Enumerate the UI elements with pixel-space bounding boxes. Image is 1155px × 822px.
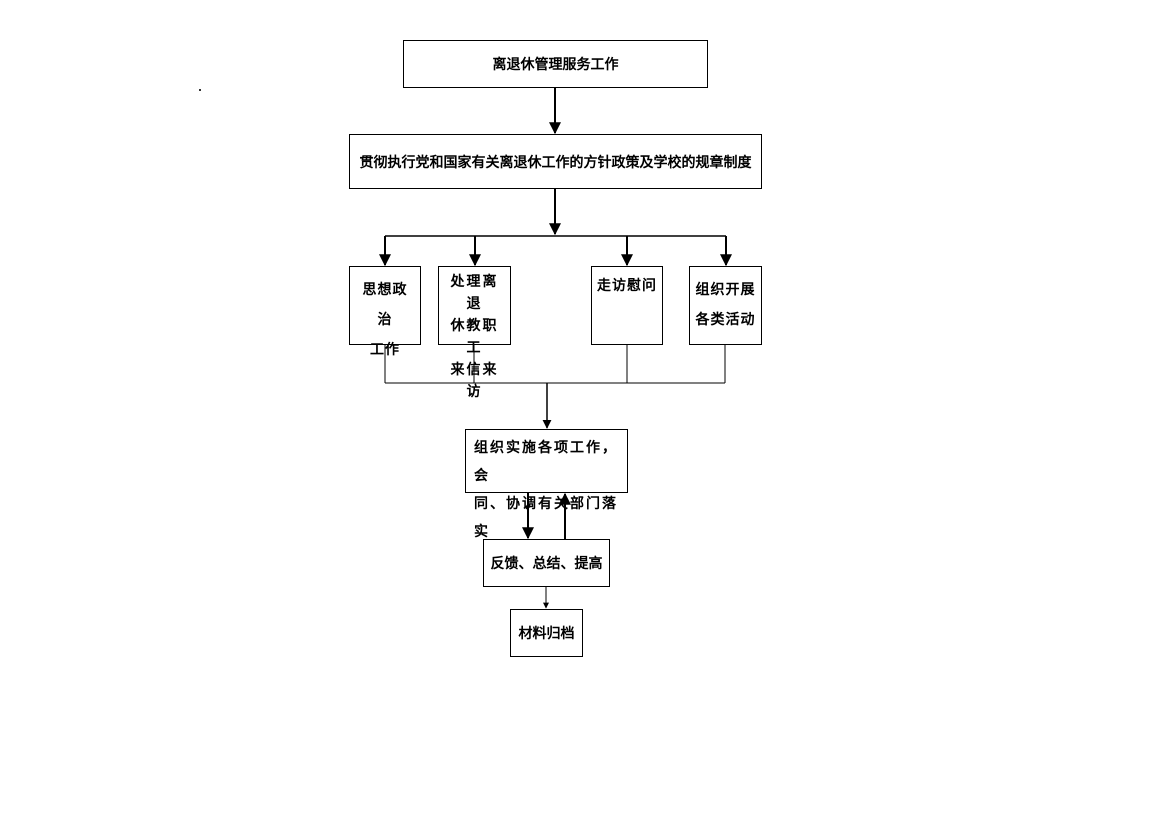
- node-organize-implementation: 组织实施各项工作，会 同、协调有关部门落实: [465, 429, 628, 540]
- node-implement-policies: 贯彻执行党和国家有关离退休工作的方针政策及学校的规章制度: [349, 134, 762, 189]
- node-label-line: 各类活动: [695, 312, 756, 328]
- node-label: 反馈、总结、提高: [490, 556, 603, 572]
- node-label: 走访慰问: [597, 278, 657, 294]
- node-label-line: 休教职工: [450, 318, 499, 356]
- node-archive-materials: 材料归档: [510, 609, 583, 657]
- node-feedback-summary: 反馈、总结、提高: [483, 539, 610, 587]
- node-label-line: 处理离退: [450, 274, 499, 312]
- node-label-line: 来信来访: [450, 362, 499, 400]
- node-visit-condolence: 走访慰问: [591, 266, 663, 345]
- node-label-line: 思想政治: [362, 282, 408, 328]
- node-retiree-service-work: 离退休管理服务工作: [403, 40, 708, 88]
- node-label: 贯彻执行党和国家有关离退休工作的方针政策及学校的规章制度: [359, 154, 752, 171]
- stray-dot: [199, 89, 201, 91]
- node-label-line: 同、协调有关部门落实: [474, 496, 618, 540]
- node-handle-letters-visits: 处理离退 休教职工 来信来访: [438, 266, 511, 400]
- node-label-line: 组织开展: [695, 282, 756, 298]
- node-label-line: 组织实施各项工作，会: [474, 440, 618, 484]
- node-label: 材料归档: [518, 626, 575, 642]
- node-label: 离退休管理服务工作: [492, 57, 619, 73]
- node-organize-activities: 组织开展 各类活动: [689, 266, 762, 345]
- node-ideological-work: 思想政治 工作: [349, 266, 421, 358]
- node-label-line: 工作: [370, 342, 400, 358]
